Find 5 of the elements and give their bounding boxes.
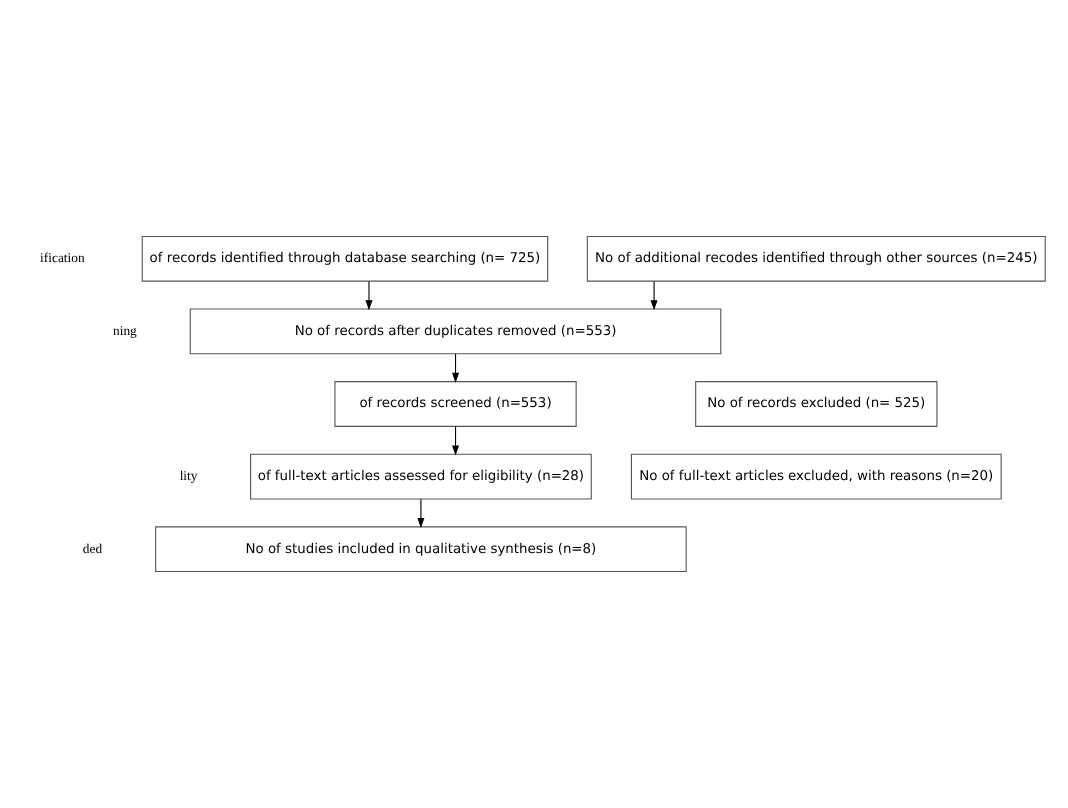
arrow — [650, 280, 658, 311]
arrow — [452, 353, 460, 383]
arrow — [417, 498, 425, 529]
arrow — [452, 426, 460, 456]
arrow — [365, 280, 373, 311]
